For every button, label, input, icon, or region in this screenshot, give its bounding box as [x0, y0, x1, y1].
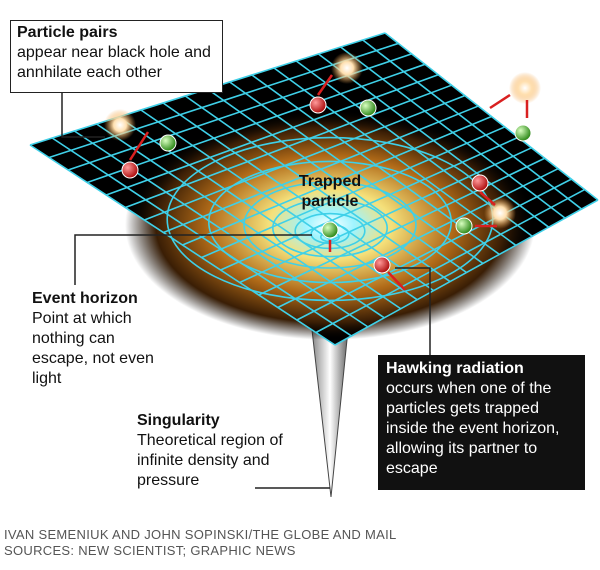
particle-pairs-label: Particle pairs appear near black hole an… — [10, 20, 223, 93]
trapped-particle-label: Trapped particle — [298, 173, 362, 210]
grid-line — [239, 147, 532, 284]
green-particles — [159, 99, 532, 239]
grid-line — [220, 136, 519, 271]
hawking-radiation-label: Hawking radiation occurs when one of the… — [378, 355, 585, 490]
grid-line — [362, 39, 583, 210]
hawking-title: Hawking radiation — [386, 360, 524, 377]
escape-arrows — [128, 74, 529, 291]
hawking-body: occurs when one of the particles gets tr… — [386, 380, 560, 477]
grid-line — [315, 188, 586, 334]
funnel-ring — [243, 181, 417, 269]
singularity-title: Singularity — [137, 412, 220, 429]
particle-pairs-title: Particle pairs — [17, 24, 118, 41]
grid-line — [258, 157, 546, 296]
leader-lines — [61, 93, 431, 489]
grid-line — [182, 115, 492, 246]
singularity-label: Singularity Theoretical region of infini… — [137, 411, 287, 491]
grid-line — [229, 81, 484, 265]
grid-line — [277, 167, 559, 309]
sources-line: SOURCES: NEW SCIENTIST; GRAPHIC NEWS — [4, 543, 296, 558]
particle-pairs-body: appear near black hole and annhilate eac… — [17, 44, 211, 81]
singularity-spike — [311, 329, 349, 498]
funnel-ring — [271, 198, 388, 258]
red-particles — [121, 96, 489, 274]
credit-line: IVAN SEMENIUK AND JOHN SOPINSKI/THE GLOB… — [4, 527, 397, 542]
particle-glows — [104, 52, 541, 229]
spacetime-grid — [29, 32, 599, 346]
grid-line — [317, 53, 550, 228]
event-horizon-title: Event horizon — [32, 290, 138, 307]
event-horizon-label: Event horizon Point at which nothing can… — [32, 289, 162, 389]
grid-line — [340, 46, 566, 219]
singularity-body: Theoretical region of infinite density a… — [137, 432, 283, 489]
funnel-ring — [208, 160, 452, 284]
grid-line — [334, 199, 599, 346]
grid-line — [384, 32, 599, 201]
event-horizon-body: Point at which nothing can escape, not e… — [32, 310, 154, 387]
grid-line — [296, 178, 572, 321]
